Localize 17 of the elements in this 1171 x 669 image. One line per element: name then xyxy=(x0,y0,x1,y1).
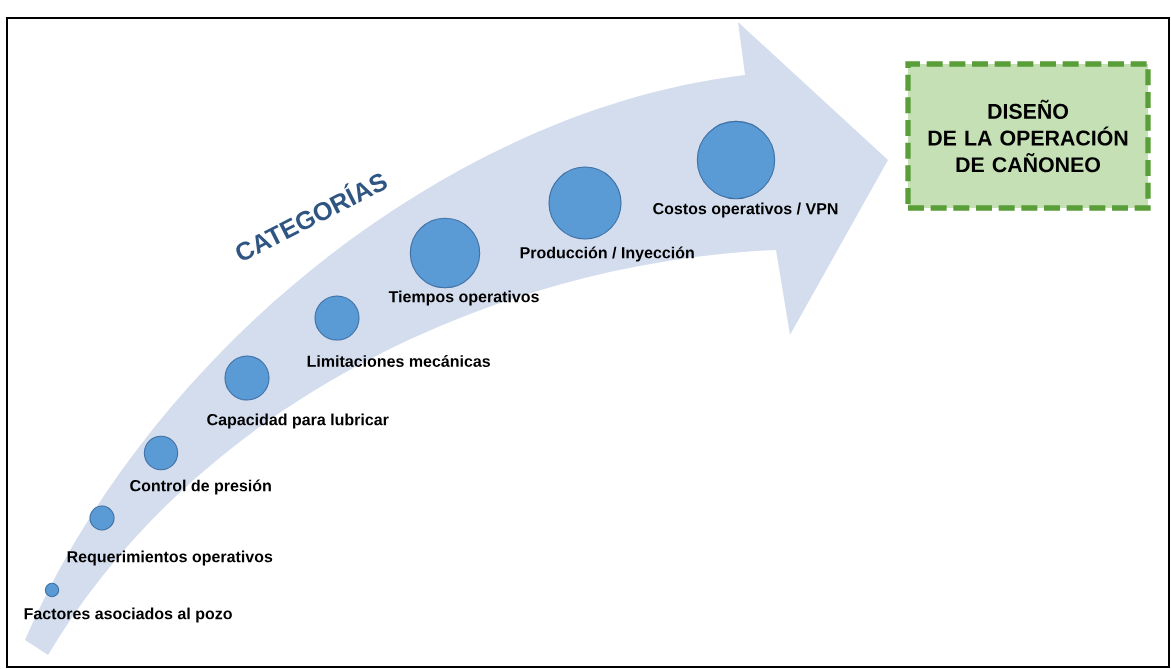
bubble xyxy=(548,166,622,240)
bubble-label: Requerimientos operativos xyxy=(67,550,273,566)
bubble-label: Tiempos operativos xyxy=(388,290,539,306)
dashed-box: DISEÑO DE LA OPERACIÓN DE CAÑONEO xyxy=(905,61,1151,211)
bubble-label: Capacidad para lubricar xyxy=(207,413,389,429)
bubble xyxy=(89,505,115,531)
bubble xyxy=(44,582,60,598)
bubble xyxy=(409,217,481,289)
bubble xyxy=(224,355,270,401)
bubble-label: Costos operativos / VPN xyxy=(653,202,838,218)
bubble-label: Producción / Inyección xyxy=(520,246,694,262)
bubble xyxy=(143,435,179,471)
bubble-label: Factores asociados al pozo xyxy=(24,607,232,623)
bubble xyxy=(314,295,360,341)
bubble xyxy=(696,120,776,200)
bubble-label: Control de presión xyxy=(130,479,271,495)
bubble-label: Limitaciones mecánicas xyxy=(307,355,490,367)
